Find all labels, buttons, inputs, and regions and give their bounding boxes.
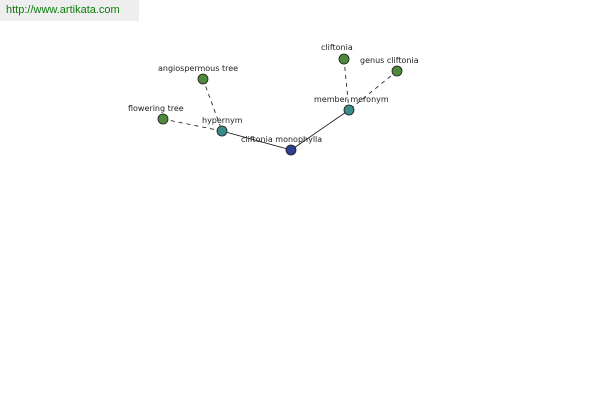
node-member-meronym[interactable] <box>343 104 355 116</box>
node-flowering-tree[interactable] <box>157 113 169 125</box>
node-angiospermous-tree[interactable] <box>197 73 209 85</box>
nodes-layer <box>157 53 403 156</box>
node-label-flowering-tree: flowering tree <box>128 104 184 113</box>
node-label-member-meronym: member meronym <box>314 95 389 104</box>
site-url-link[interactable]: http://www.artikata.com <box>0 0 139 21</box>
edge-angiospermous-tree-to-hypernym <box>202 78 223 132</box>
node-hypernym[interactable] <box>216 125 228 137</box>
node-label-angiospermous-tree: angiospermous tree <box>158 64 238 73</box>
edge-flowering-tree-to-hypernym <box>162 118 223 132</box>
edge-genus-cliftonia-to-member-meronym <box>348 70 398 111</box>
node-label-cliftonia-monophylla: cliftonia monophylla <box>241 135 322 144</box>
node-cliftonia[interactable] <box>338 53 350 65</box>
labels-layer: cliftonia monophylla hypernym member meron… <box>128 43 419 144</box>
node-label-hypernym: hypernym <box>202 116 243 125</box>
edges-layer <box>162 58 398 151</box>
node-genus-cliftonia[interactable] <box>391 65 403 77</box>
edge-hypernym-to-cliftonia-monophylla <box>221 130 292 151</box>
edge-cliftonia-to-member-meronym <box>343 58 350 111</box>
edge-member-meronym-to-cliftonia-monophylla <box>290 109 350 151</box>
node-label-genus-cliftonia: genus cliftonia <box>360 56 419 65</box>
node-cliftonia-monophylla[interactable] <box>285 144 297 156</box>
node-label-cliftonia: cliftonia <box>321 43 353 52</box>
